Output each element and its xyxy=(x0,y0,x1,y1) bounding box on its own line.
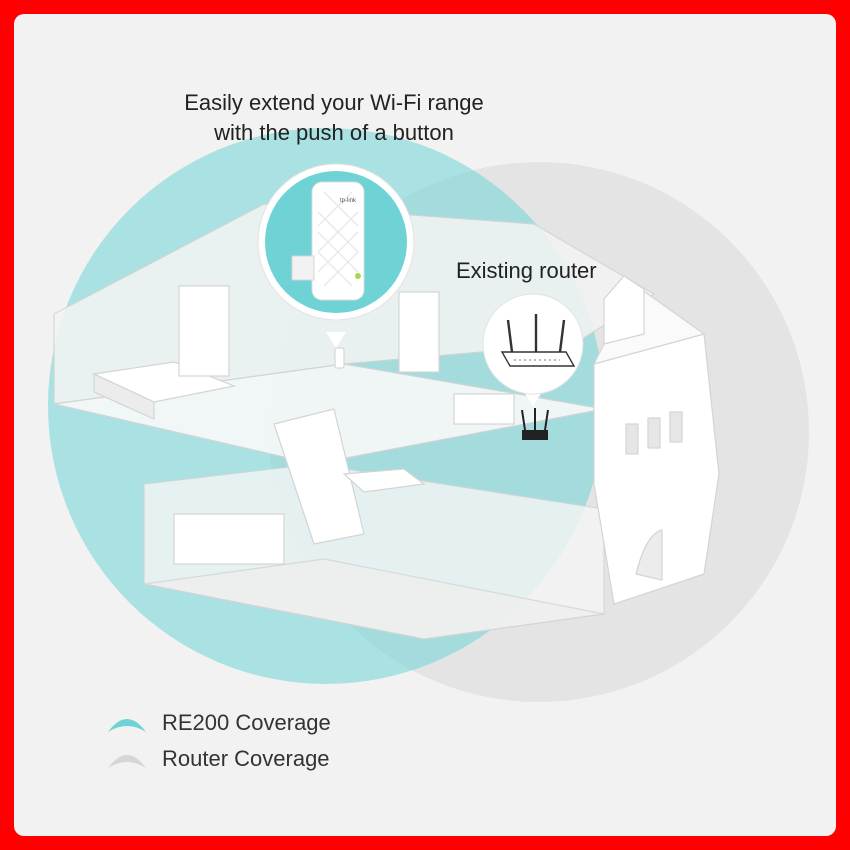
coverage-illustration: tp-link xyxy=(48,128,809,702)
headline-line-1: Easily extend your Wi-Fi range xyxy=(184,90,484,115)
re200-coverage-swatch-icon xyxy=(108,719,146,732)
range-extender-icon xyxy=(291,181,365,301)
legend-item-re200: RE200 Coverage xyxy=(106,708,331,738)
router-icon xyxy=(500,314,576,367)
router-coverage-swatch-icon xyxy=(108,755,146,768)
brand-text: tp-link xyxy=(340,198,357,204)
extender-on-wall-icon xyxy=(334,347,345,369)
router-on-floor-icon xyxy=(521,408,549,440)
extender-callout: tp-link xyxy=(257,163,415,348)
legend-item-router: Router Coverage xyxy=(106,744,330,774)
legend-label-router: Router Coverage xyxy=(162,746,330,771)
legend-label-re200: RE200 Coverage xyxy=(162,710,331,735)
house-cutaway xyxy=(53,203,720,640)
existing-router-label: Existing router xyxy=(456,258,597,283)
router-callout xyxy=(482,293,584,406)
main-panel: tp-link Easily extend your Wi-Fi range w… xyxy=(14,14,836,836)
headline-line-2: with the push of a button xyxy=(214,120,454,145)
